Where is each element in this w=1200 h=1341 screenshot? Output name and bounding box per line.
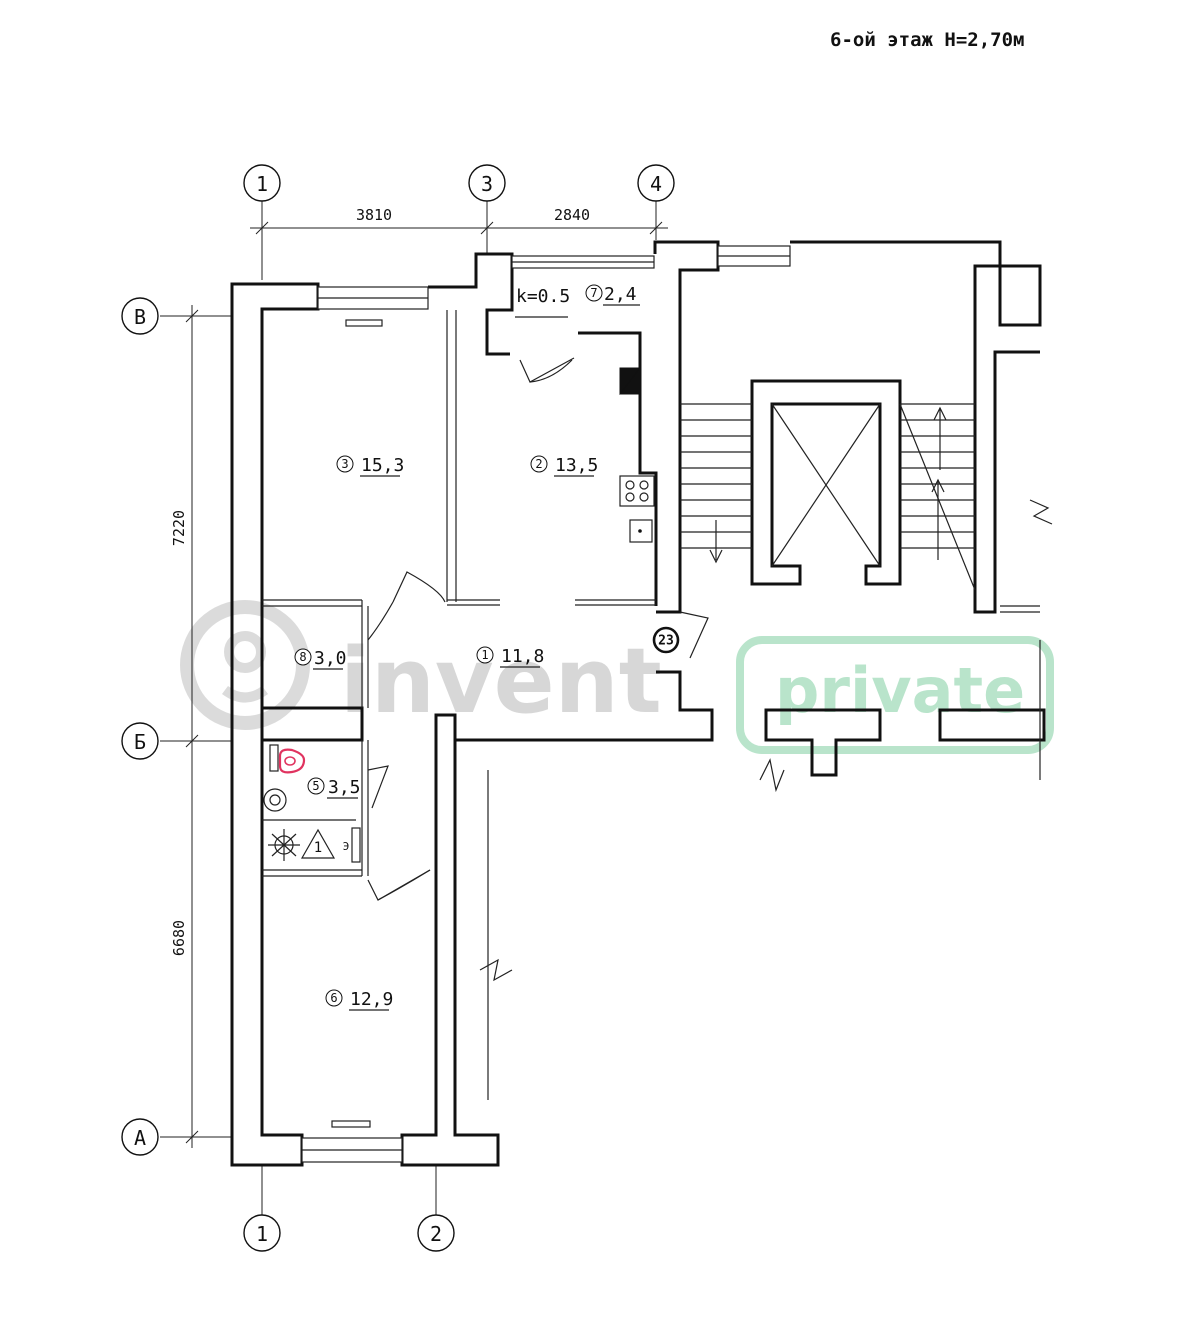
toilet-icon bbox=[269, 744, 306, 774]
axis-marker-bottom-1: 1 bbox=[243, 1214, 281, 1252]
axis-marker-top-1: 1 bbox=[243, 164, 281, 202]
partitions bbox=[262, 310, 1041, 1100]
svg-text:1: 1 bbox=[256, 172, 268, 196]
dimension-left-v-b: 7220 bbox=[170, 510, 188, 546]
wash-basin-icon bbox=[263, 788, 287, 812]
watermark-badge-frame bbox=[736, 636, 1054, 754]
room-label-6: 6 12,9 bbox=[325, 989, 393, 1011]
watermark: invent private bbox=[180, 600, 1054, 754]
entrance-marker: 23 bbox=[652, 626, 680, 654]
axis-marker-bottom-2: 2 bbox=[417, 1214, 455, 1252]
svg-text:3,5: 3,5 bbox=[328, 777, 361, 798]
svg-text:3,0: 3,0 bbox=[314, 648, 347, 669]
dimension-top-1-3: 3810 bbox=[356, 206, 392, 224]
svg-text:А: А bbox=[134, 1126, 146, 1150]
axis-marker-left-v: В bbox=[121, 297, 159, 335]
svg-text:11,8: 11,8 bbox=[501, 646, 544, 667]
svg-text:13,5: 13,5 bbox=[555, 455, 598, 476]
svg-text:2: 2 bbox=[430, 1222, 442, 1246]
svg-text:6: 6 bbox=[330, 991, 337, 1005]
fixtures: 1 Э bbox=[263, 366, 655, 863]
room-label-7: 7 2,4 bbox=[585, 284, 640, 306]
svg-text:7: 7 bbox=[590, 286, 597, 300]
axis-marker-top-4: 4 bbox=[637, 164, 675, 202]
coefficient-label: k=0.5 bbox=[515, 286, 570, 318]
svg-text:4: 4 bbox=[650, 172, 662, 196]
svg-text:2,4: 2,4 bbox=[604, 284, 637, 305]
stove-icon bbox=[619, 475, 655, 507]
floor-title: 6-ой этаж H=2,70м bbox=[830, 29, 1024, 51]
room-label-3: 3 15,3 bbox=[336, 455, 404, 477]
room-label-1: 1 11,8 bbox=[476, 646, 544, 668]
shower-icon bbox=[268, 829, 300, 861]
watermark-brand: invent bbox=[340, 629, 662, 734]
dimension-left-b-a: 6680 bbox=[170, 920, 188, 956]
svg-text:Б: Б bbox=[134, 730, 146, 754]
svg-text:15,3: 15,3 bbox=[361, 455, 404, 476]
dimension-lines bbox=[185, 221, 668, 1148]
axis-marker-left-a: А bbox=[121, 1118, 159, 1156]
watermark-logo-icon bbox=[180, 600, 310, 730]
svg-text:12,9: 12,9 bbox=[350, 989, 393, 1010]
axis-marker-left-b: Б bbox=[121, 722, 159, 760]
doors bbox=[367, 357, 709, 901]
room-label-5: 5 3,5 bbox=[307, 777, 361, 799]
svg-text:1: 1 bbox=[314, 840, 322, 856]
kitchen-sink-icon bbox=[629, 519, 653, 543]
svg-text:В: В bbox=[134, 305, 146, 329]
watermark-badge: private bbox=[775, 654, 1025, 727]
room-label-2: 2 13,5 bbox=[530, 455, 598, 477]
electric-meter-icon: Э bbox=[343, 827, 361, 863]
svg-text:2: 2 bbox=[535, 457, 542, 471]
svg-text:Э: Э bbox=[343, 840, 350, 853]
staircase bbox=[680, 403, 976, 591]
break-symbols bbox=[479, 499, 1053, 982]
windows bbox=[301, 245, 791, 1163]
svg-text:23: 23 bbox=[658, 634, 674, 649]
svg-text:3: 3 bbox=[481, 172, 493, 196]
svg-text:3: 3 bbox=[341, 457, 348, 471]
axis-marker-top-3: 3 bbox=[468, 164, 506, 202]
warning-triangle-icon: 1 bbox=[300, 828, 336, 859]
axis-grid-lines bbox=[160, 200, 657, 1215]
svg-text:k=0.5: k=0.5 bbox=[516, 286, 570, 307]
svg-text:5: 5 bbox=[312, 779, 319, 793]
svg-text:1: 1 bbox=[481, 648, 488, 662]
dimension-top-3-4: 2840 bbox=[554, 206, 590, 224]
svg-text:1: 1 bbox=[256, 1222, 268, 1246]
svg-text:8: 8 bbox=[299, 650, 306, 664]
room-label-8: 8 3,0 bbox=[294, 648, 347, 670]
ventilation-shaft-icon bbox=[618, 366, 641, 395]
